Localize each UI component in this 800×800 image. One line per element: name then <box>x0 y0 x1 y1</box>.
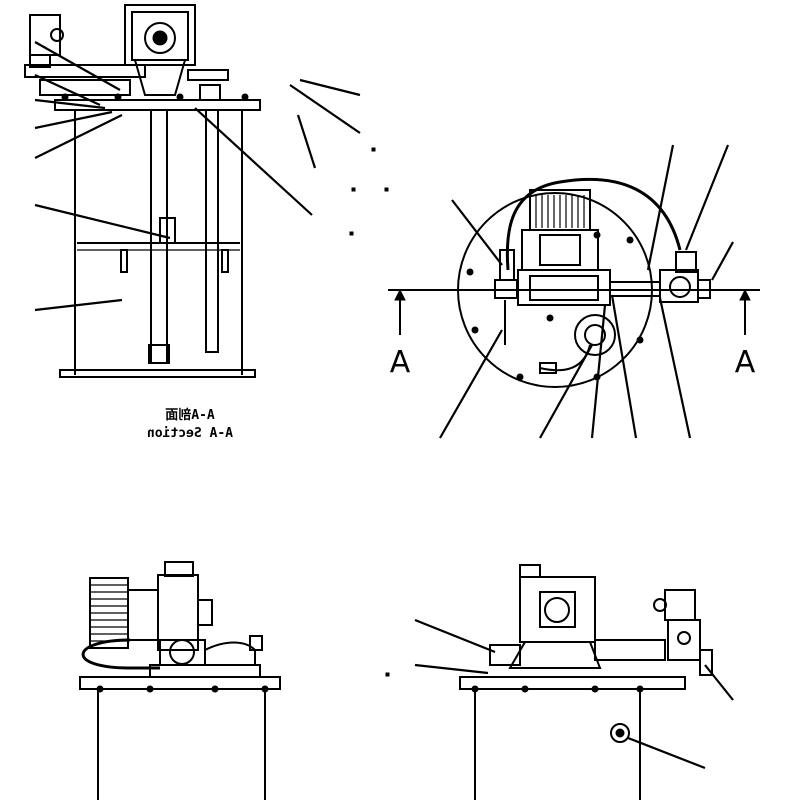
stray-marks <box>349 147 390 677</box>
caption-cn: A-A剖面 <box>165 407 214 423</box>
front-view <box>459 564 713 800</box>
side-hose <box>81 638 160 670</box>
front-pump-housing <box>519 576 596 643</box>
section-caption: A-A剖面 A-A Section <box>147 407 233 441</box>
top-view: A A <box>388 177 760 388</box>
side-top-plate <box>79 676 281 690</box>
cooling-fins <box>535 195 585 228</box>
section-mark-right: A <box>735 345 756 380</box>
front-solenoid <box>664 589 696 621</box>
section-leaders-left <box>34 41 171 312</box>
manifold <box>24 64 146 78</box>
solenoid-valve <box>29 14 61 56</box>
section-leaders-right <box>194 78 361 216</box>
suction-tube <box>205 109 219 353</box>
drain-plug <box>610 723 630 743</box>
front-valve-block <box>667 619 701 661</box>
pump-body <box>124 4 196 66</box>
pump-motor <box>144 22 176 54</box>
hose <box>505 177 682 271</box>
side-pump-block <box>157 574 199 651</box>
caption-en: A-A Section <box>147 426 233 441</box>
front-top-plate <box>459 676 686 690</box>
top-view-leaders <box>439 144 734 439</box>
gauge <box>574 314 616 356</box>
tank-base <box>59 369 256 378</box>
section-mark-left: A <box>390 345 411 380</box>
side-view <box>79 561 281 800</box>
front-view-leaders <box>414 618 734 770</box>
section-view-a-a <box>24 4 261 378</box>
